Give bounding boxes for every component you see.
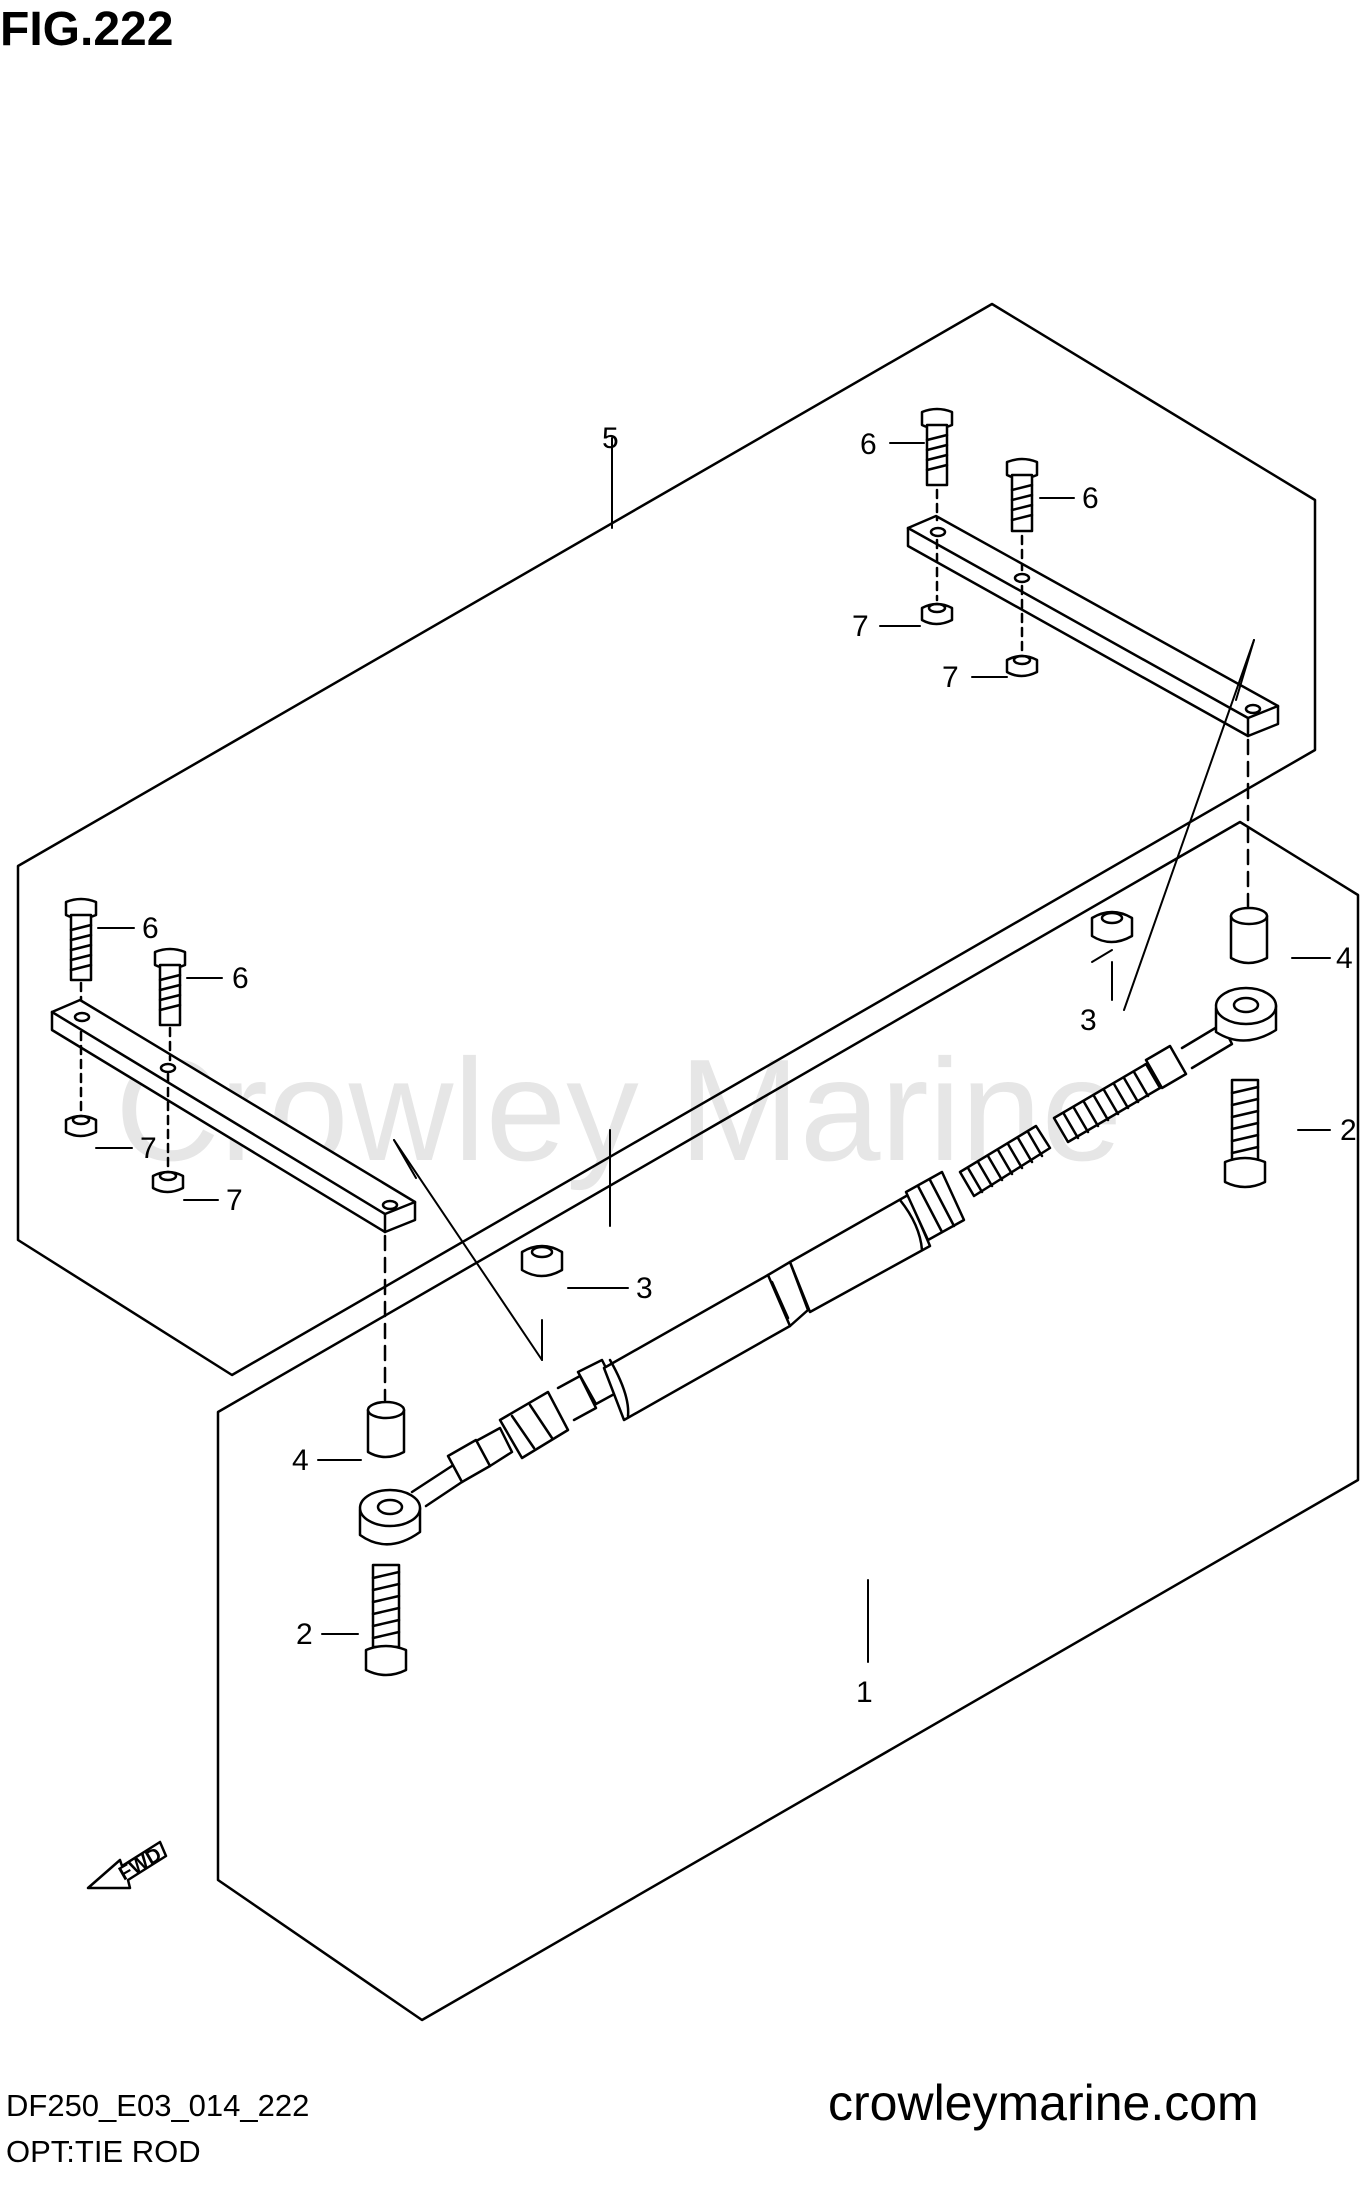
callout-3-right: 3 [1080,1004,1097,1037]
bolt-2-right [1223,1078,1267,1189]
figure-title: FIG.222 [0,3,174,56]
fwd-label: FWD [115,1843,165,1885]
group-outline-tie-rod [216,820,1360,2022]
bolt-6-left-a [64,897,98,1002]
callout-7-right-a: 7 [852,610,869,643]
spacer-4-right [1229,738,1269,965]
callout-4-right: 4 [1336,942,1353,975]
spacer-4-left [366,1234,406,1459]
nut-7-left-a [64,1030,98,1138]
tie-rod-assembly [358,986,1278,1546]
callout-7-left-a: 7 [140,1132,157,1165]
website-label: crowleymarine.com [828,2075,1259,2131]
bolt-6-right-a [920,407,954,522]
bolt-2-left [364,1563,408,1677]
nut-7-right-a [920,538,954,626]
nut-7-left-b [151,1072,185,1194]
figure-name: OPT:TIE ROD [6,2134,201,2169]
nut-3-left [520,1244,564,1278]
left-bracket-plate [50,998,417,1234]
callout-1: 1 [856,1676,873,1709]
callout-4-left: 4 [292,1444,309,1477]
callout-7-right-b: 7 [942,661,959,694]
bolt-6-left-b [153,947,187,1062]
callout-6-right-a: 6 [860,428,877,461]
callout-2-left: 2 [296,1618,313,1651]
callout-2-right: 2 [1340,1114,1357,1147]
callout-3-left: 3 [636,1272,653,1305]
callout-6-right-b: 6 [1082,482,1099,515]
callout-6-left-a: 6 [142,912,159,945]
figure-code: DF250_E03_014_222 [6,2088,310,2123]
fwd-arrow-icon: FWD [86,1840,168,1890]
right-bracket-plate [906,514,1280,738]
leader-lines [95,437,1331,1663]
group-outline-bracket-kit [16,302,1317,1377]
callout-5: 5 [602,422,619,455]
callout-6-left-b: 6 [232,962,249,995]
bolt-6-right-b [1005,457,1039,572]
nut-7-right-b [1005,584,1039,678]
nut-3-right [1090,910,1134,944]
callout-7-left-b: 7 [226,1184,243,1217]
